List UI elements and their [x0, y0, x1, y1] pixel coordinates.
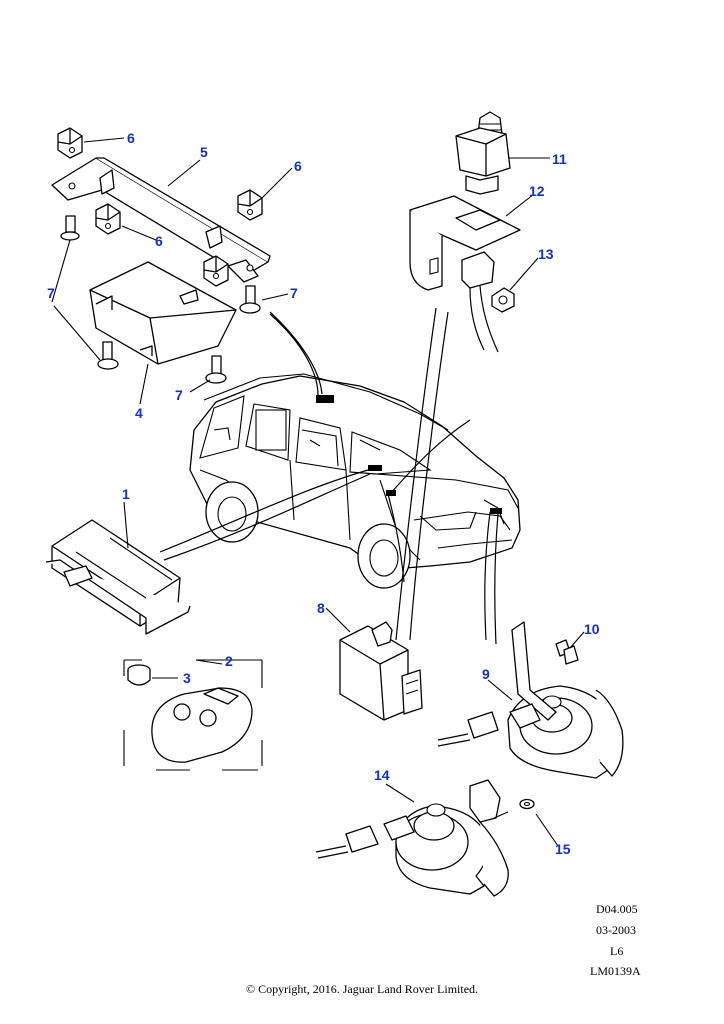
part-screw-bottom: [205, 355, 227, 384]
part-clip-top-left: [57, 127, 83, 159]
part-screw-right: [239, 285, 261, 314]
callout-15: 15: [555, 841, 571, 857]
leader-lines: [51, 137, 585, 847]
part-clip-lower: [203, 255, 229, 287]
part-control-unit: [45, 519, 191, 635]
callout-8: 8: [317, 600, 325, 616]
callout-14: 14: [374, 767, 390, 783]
part-screw-left-bottom: [97, 341, 119, 370]
part-washer: [519, 798, 535, 810]
part-battery: [127, 664, 151, 686]
part-screw-left-top: [60, 215, 80, 241]
sheet-label: L6: [610, 944, 624, 958]
callout-1: 1: [122, 486, 130, 502]
callout-6-mid: 6: [155, 233, 163, 249]
part-horn-upper: [437, 621, 624, 779]
reference-code: D04.005: [596, 902, 638, 916]
callout-3: 3: [183, 670, 191, 686]
copyright-notice: © Copyright, 2016. Jaguar Land Rover Lim…: [245, 982, 479, 996]
part-clip-right: [237, 189, 263, 221]
part-harness-nut: [461, 251, 515, 353]
callout-6-right: 6: [294, 158, 302, 174]
part-clip-mid: [95, 203, 121, 235]
callout-11: 11: [552, 151, 567, 167]
callout-13: 13: [538, 246, 554, 262]
part-remote-fob: [123, 659, 263, 771]
part-horn-lower: [315, 779, 509, 897]
callout-4: 4: [135, 405, 143, 421]
part-bonnet-switch: [455, 111, 511, 195]
callout-2: 2: [225, 653, 233, 669]
callout-10: 10: [584, 621, 600, 637]
callout-5: 5: [200, 144, 208, 160]
vehicle-illustration: [189, 373, 521, 589]
callout-6-top: 6: [127, 130, 135, 146]
callout-labels: 1 2 3 4 5 6 6 6 7 7 7 8 9 10 11 12 13 14…: [47, 130, 600, 857]
part-module-housing: [89, 261, 237, 365]
callout-7-bottom: 7: [175, 387, 183, 403]
callout-12: 12: [529, 183, 545, 199]
illustration-id: LM0139A: [590, 964, 641, 978]
callout-7-left: 7: [47, 285, 55, 301]
callout-7-right: 7: [290, 285, 298, 301]
diagram-date: 03-2003: [596, 923, 636, 937]
part-relay-module: [339, 621, 423, 721]
part-horn-bolt: [555, 639, 579, 665]
part-mounting-bracket: [51, 157, 271, 283]
callout-9: 9: [482, 666, 490, 682]
connector-lines: [159, 307, 499, 645]
part-switch-bracket: [409, 195, 521, 291]
